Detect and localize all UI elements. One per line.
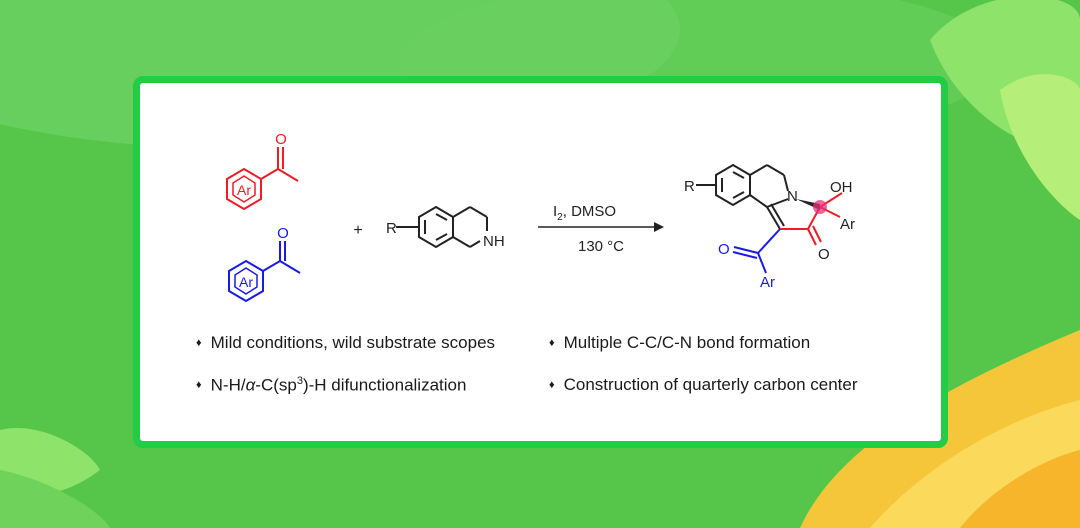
- feature-item: ♦ Construction of quarterly carbon cente…: [549, 375, 858, 395]
- leaf-right-edge: [1000, 74, 1080, 220]
- feature-text: Construction of quarterly carbon center: [563, 375, 858, 394]
- content-card: Ar O Ar O + R NH: [133, 76, 948, 448]
- feature-item: ♦ Mild conditions, wild substrate scopes: [196, 333, 495, 353]
- reactant1-ar-label: Ar: [237, 182, 251, 198]
- product-o-ring-label: O: [818, 246, 830, 263]
- plus-sign: +: [353, 222, 362, 239]
- product-o-acyl-label: O: [718, 241, 730, 258]
- feature-text: Multiple C-C/C-N bond formation: [563, 333, 811, 352]
- tetrahydroisoquinoline: [396, 205, 488, 249]
- product-n-label: N: [787, 188, 798, 205]
- arrow-head: [654, 222, 664, 232]
- aryl-ketone-red: [226, 147, 299, 211]
- product-acyl-blue: [732, 228, 781, 274]
- reaction-scheme: Ar O Ar O + R NH: [226, 131, 855, 303]
- diamond-icon: ♦: [196, 379, 202, 392]
- reactant1-oxygen: O: [275, 131, 287, 148]
- diamond-icon: ♦: [549, 379, 555, 391]
- product-ar-acyl-label: Ar: [760, 274, 775, 291]
- product-ar-ring-label: Ar: [840, 216, 855, 233]
- diamond-icon: ♦: [196, 337, 202, 349]
- diamond-icon: ♦: [549, 337, 555, 349]
- temperature-label: 130 °C: [578, 238, 624, 255]
- feature-text: Mild conditions, wild substrate scopes: [210, 333, 496, 352]
- aryl-ketone-blue: [228, 241, 301, 303]
- feature-item: ♦ Multiple C-C/C-N bond formation: [549, 333, 810, 353]
- product-oh-label: OH: [830, 179, 853, 196]
- feature-text: N-H/α-C(sp3)-H difunctionalization: [210, 375, 467, 395]
- amine-r-label: R: [386, 220, 397, 237]
- feature-item: ♦ N-H/α-C(sp3)-H difunctionalization: [196, 375, 466, 396]
- reactant2-oxygen: O: [277, 225, 289, 242]
- reactant2-ar-label: Ar: [239, 274, 253, 290]
- reagent-label: I2, DMSO: [553, 203, 616, 223]
- product-skeleton: [696, 163, 789, 230]
- product-r-label: R: [684, 178, 695, 195]
- amine-nh-label: NH: [483, 233, 505, 250]
- quaternary-carbon-highlight: [813, 200, 827, 214]
